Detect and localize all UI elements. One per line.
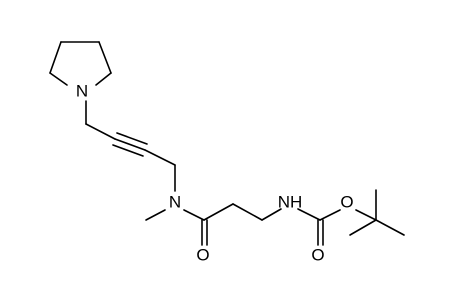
bond: [144, 149, 176, 166]
tert-butyl-bond: [375, 219, 405, 236]
bond: [297, 208, 321, 221]
butynyl-chain: [85, 100, 176, 192]
bond: [49, 41, 62, 74]
bond: [232, 203, 263, 221]
boc-carbamate-group: [297, 189, 405, 246]
bond: [355, 209, 377, 221]
amide-group: [145, 203, 282, 246]
amide-nitrogen-label: N: [169, 192, 181, 211]
tert-butyl-bond: [349, 219, 377, 236]
ester-oxygen-label: O: [340, 192, 353, 211]
pyrrolidine-nitrogen-label: N: [76, 81, 88, 100]
bond: [98, 41, 112, 74]
triple-bond-line: [114, 138, 146, 151]
bond: [95, 72, 112, 86]
triple-bond-line: [112, 144, 144, 157]
pyrrolidine-ring: [49, 41, 112, 86]
triple-bond-line: [116, 132, 148, 145]
bond: [183, 209, 205, 221]
bond: [85, 123, 116, 140]
bond: [319, 209, 341, 221]
carbamate-nh-label: NH: [278, 192, 303, 211]
n-methyl-bond: [145, 209, 166, 221]
carbonyl-oxygen-label: O: [311, 245, 324, 264]
bond: [261, 208, 282, 221]
amide-oxygen-label: O: [196, 245, 209, 264]
bond: [203, 203, 234, 221]
bond: [49, 72, 68, 86]
